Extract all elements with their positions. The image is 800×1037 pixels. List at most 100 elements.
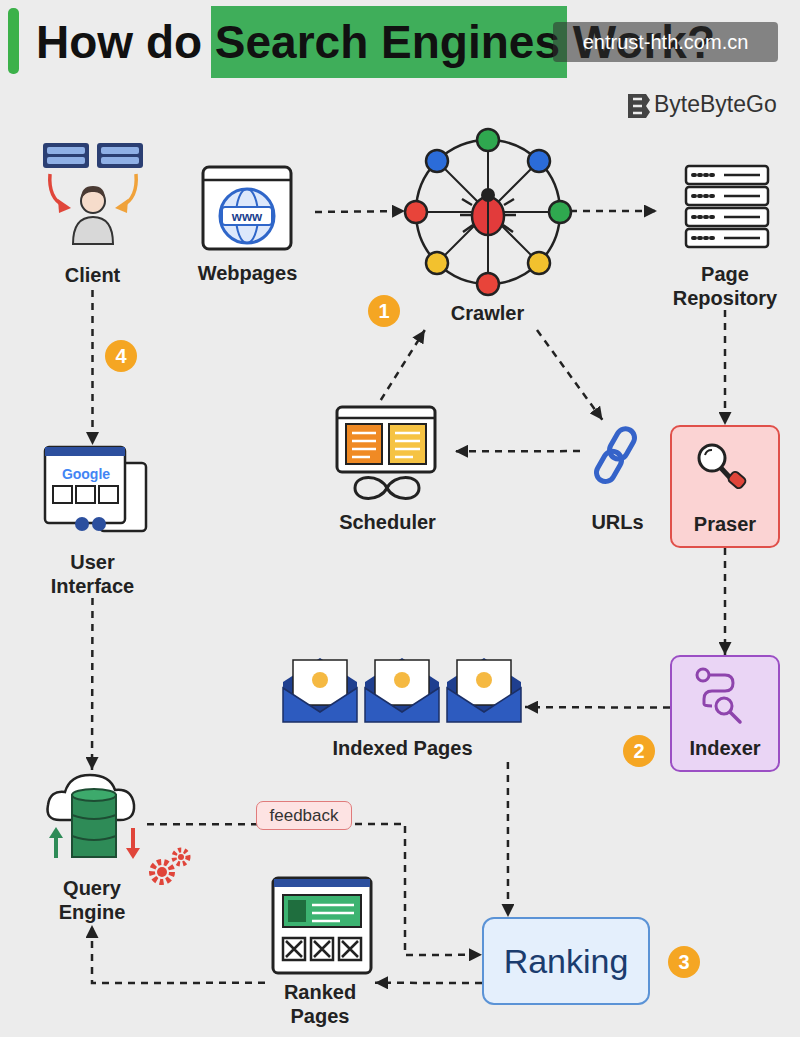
results-icon (339, 938, 361, 960)
dashed-arrow (315, 210, 405, 213)
heading-decor (211, 6, 567, 78)
results-icon (311, 938, 333, 960)
node-label: Client (65, 263, 121, 287)
envelope-icon (365, 688, 439, 722)
link-icon (593, 426, 638, 485)
magnifier-icon (705, 450, 712, 455)
browser-window-icon (100, 463, 146, 531)
person-icon (50, 174, 64, 206)
server-stack-icon (686, 229, 768, 247)
results-icon (283, 938, 305, 960)
icon-node: Client (40, 140, 145, 290)
network-icon (477, 273, 499, 295)
network-icon (405, 201, 427, 223)
callout-number: 3 (668, 946, 700, 978)
title: How do Search Engines Work? (36, 12, 776, 72)
database-icon (54, 836, 58, 858)
envelope-icon (447, 688, 521, 722)
callout-circle (623, 735, 655, 767)
browser-icon (203, 167, 291, 249)
node-label: Crawler (451, 301, 524, 325)
brand-logo (628, 94, 650, 118)
network-icon (405, 129, 571, 295)
icon-node: Crawler (405, 125, 570, 330)
search-path-icon (730, 712, 740, 722)
brand-name: ByteByteGo (654, 90, 794, 118)
person-icon (115, 199, 128, 213)
database-icon (49, 827, 63, 838)
database-icon (131, 828, 135, 850)
icon-node: Ranked Pages (265, 872, 375, 1028)
edge-label: feedback (256, 801, 352, 830)
person-icon (73, 217, 113, 244)
database-icon (72, 795, 116, 857)
search-path-icon (697, 669, 709, 681)
dashed-arrow (455, 450, 580, 453)
envelope-icon (293, 660, 347, 705)
icon-node: User Interface (35, 445, 150, 598)
dashed-arrow (570, 210, 657, 213)
network-icon (416, 140, 560, 284)
callout-circle (668, 946, 700, 978)
link-icon (606, 426, 638, 463)
node-label: Indexer (689, 736, 760, 760)
network-icon (460, 199, 516, 232)
server-stack-icon (686, 187, 768, 205)
dashed-arrow (91, 598, 94, 770)
browser-window-icon (76, 486, 95, 503)
node-label: URLs (591, 510, 643, 534)
dashed-arrow (92, 925, 265, 983)
magnifier-icon (699, 445, 747, 490)
person-icon (101, 147, 139, 154)
brand-logo (633, 99, 642, 113)
magnifier-icon (699, 445, 725, 471)
browser-icon (236, 189, 258, 243)
callout-number: 2 (623, 735, 655, 767)
brand-logo (628, 94, 650, 118)
icon-node: Query Engine (37, 770, 147, 925)
node-label: Praser (694, 512, 756, 536)
server-stack-icon (686, 166, 768, 247)
envelope-icon (476, 672, 492, 688)
envelope-icon (283, 658, 357, 722)
person-icon (101, 157, 139, 164)
browser-icon (220, 189, 274, 243)
network-icon (528, 150, 550, 172)
person-icon (47, 157, 85, 164)
server-stack-icon (686, 166, 768, 184)
callout-circle (105, 340, 137, 372)
dashed-arrow (375, 982, 482, 985)
link-icon (593, 448, 625, 485)
browser-icon (222, 207, 272, 225)
envelope-icon (312, 672, 328, 688)
network-icon (481, 188, 495, 202)
dashed-arrow (525, 706, 670, 709)
magnifier-icon (721, 468, 734, 482)
envelope-icon (283, 688, 357, 722)
person-icon (43, 143, 143, 244)
person-icon (97, 143, 143, 168)
database-icon (157, 867, 167, 877)
browser-window-icon (53, 486, 72, 503)
calendar-icon (346, 424, 382, 464)
database-icon (126, 848, 140, 859)
browser-window-icon (45, 447, 146, 531)
callout-circle (105, 295, 700, 978)
person-icon (81, 186, 105, 199)
person-icon (122, 174, 136, 206)
network-icon (472, 197, 504, 235)
database-icon (72, 789, 116, 801)
magnifier-icon (727, 470, 747, 489)
browser-window-icon (75, 517, 89, 531)
browser-icon (203, 179, 291, 182)
server-stack-icon (724, 175, 760, 238)
calendar-icon (355, 478, 419, 499)
envelope-icon (283, 658, 521, 722)
browser-window-icon (99, 486, 118, 503)
database-icon (178, 854, 184, 860)
dashed-arrow (724, 310, 727, 425)
results-icon (273, 878, 371, 973)
search-path-icon (716, 698, 732, 714)
